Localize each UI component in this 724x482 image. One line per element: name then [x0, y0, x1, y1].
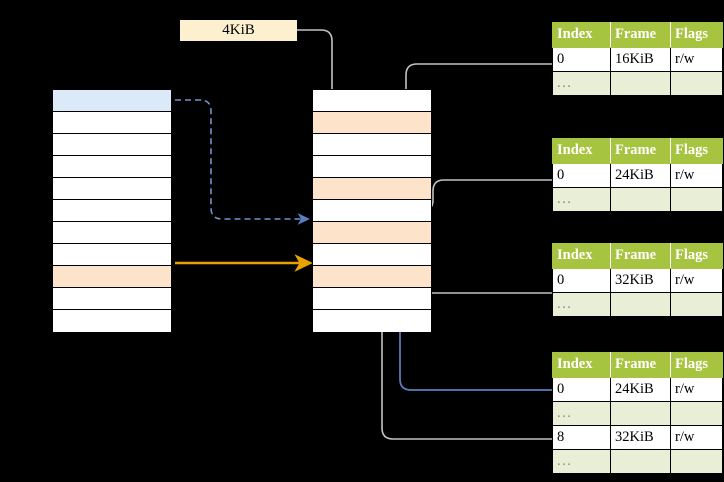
cell-frame: 32KiB: [610, 425, 671, 450]
virtual-memory-row: [53, 178, 171, 200]
wire-virtual-row0-dashed: [175, 99, 310, 225]
cell-flags: r/w: [670, 163, 723, 188]
table-row-ellipsis: ...: [552, 71, 723, 96]
physical-memory-row: [313, 288, 431, 310]
virtual-memory-row: [53, 90, 171, 112]
cell-frame: [610, 292, 671, 317]
column-header-frame: Frame: [610, 243, 671, 269]
physical-memory-row: [313, 156, 431, 178]
cell-index: 0: [552, 47, 611, 72]
physical-memory-row: [313, 178, 431, 200]
cell-frame: [610, 401, 671, 426]
cell-flags: [670, 71, 723, 96]
physical-memory-row: [313, 266, 431, 288]
column-header-index: Index: [552, 352, 611, 378]
physical-memory-row: [313, 244, 431, 266]
virtual-memory-row: [53, 134, 171, 156]
virtual-memory-row: [53, 156, 171, 178]
column-header-flags: Flags: [670, 138, 723, 164]
cell-index: 0: [552, 163, 611, 188]
cell-index: 0: [552, 377, 611, 402]
cell-frame: 16KiB: [610, 47, 671, 72]
cell-frame: [610, 449, 671, 474]
column-header-flags: Flags: [670, 243, 723, 269]
virtual-memory-row: [53, 244, 171, 266]
virtual-memory-row: [53, 222, 171, 244]
cell-flags: r/w: [670, 425, 723, 450]
table-row-ellipsis: ...: [552, 449, 723, 474]
cell-flags: [670, 401, 723, 426]
table-row-ellipsis: ...: [552, 187, 723, 212]
virtual-memory-row: [53, 288, 171, 310]
cell-frame: [610, 187, 671, 212]
physical-memory-row: [313, 112, 431, 134]
virtual-memory-row: [53, 310, 171, 332]
table-row-ellipsis: ...: [552, 292, 723, 317]
size-label-4kib: 4KiB: [180, 20, 297, 41]
virtual-address-space-column: [52, 89, 172, 332]
cell-index: ...: [552, 187, 611, 212]
column-header-index: Index: [552, 243, 611, 269]
cell-flags: r/w: [670, 268, 723, 293]
cell-index: 8: [552, 425, 611, 450]
virtual-memory-row: [53, 112, 171, 134]
cell-flags: [670, 187, 723, 212]
cell-frame: [610, 71, 671, 96]
column-header-index: Index: [552, 138, 611, 164]
cell-frame: 24KiB: [610, 377, 671, 402]
cell-flags: [670, 292, 723, 317]
cell-flags: r/w: [670, 47, 723, 72]
table-row-ellipsis: ...: [552, 401, 723, 426]
virtual-memory-row: [53, 200, 171, 222]
virtual-memory-row: [53, 266, 171, 288]
column-header-frame: Frame: [610, 138, 671, 164]
physical-memory-column: [312, 89, 432, 332]
cell-index: ...: [552, 292, 611, 317]
cell-flags: [670, 449, 723, 474]
physical-memory-row: [313, 222, 431, 244]
cell-index: ...: [552, 71, 611, 96]
column-header-flags: Flags: [670, 352, 723, 378]
wire-table2-to-frame: [416, 179, 552, 226]
cell-index: 0: [552, 268, 611, 293]
cell-frame: 32KiB: [610, 268, 671, 293]
physical-memory-row: [313, 200, 431, 222]
cell-flags: r/w: [670, 377, 723, 402]
column-header-frame: Frame: [610, 352, 671, 378]
column-header-index: Index: [552, 22, 611, 48]
physical-memory-row: [313, 90, 431, 112]
cell-index: ...: [552, 401, 611, 426]
column-header-frame: Frame: [610, 22, 671, 48]
physical-memory-row: [313, 310, 431, 332]
column-header-flags: Flags: [670, 22, 723, 48]
physical-memory-row: [313, 134, 431, 156]
cell-frame: 24KiB: [610, 163, 671, 188]
cell-index: ...: [552, 449, 611, 474]
